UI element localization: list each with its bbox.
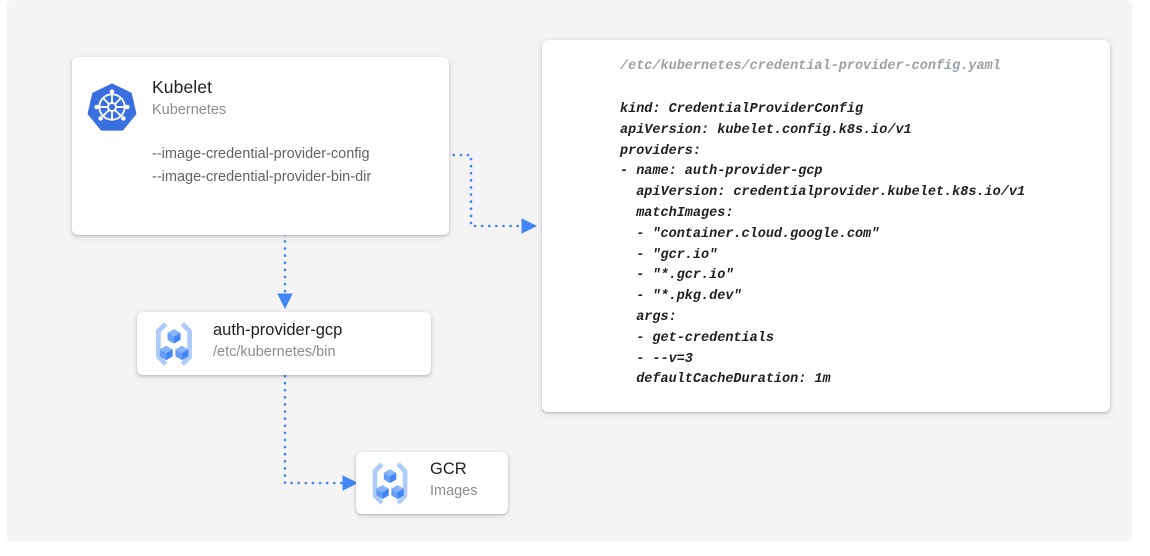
gcr-card[interactable]: GCR Images	[356, 452, 508, 514]
container-registry-icon	[155, 322, 193, 366]
kubelet-card-subtitle: Kubernetes	[152, 102, 227, 118]
kubelet-card-title: Kubelet	[152, 77, 213, 97]
gcr-card-title: GCR	[430, 460, 467, 478]
auth-provider-gcp-card-title: auth-provider-gcp	[213, 321, 343, 339]
gcr-card-subtitle: Images	[430, 483, 478, 499]
kubelet-flag-bin-dir: --image-credential-provider-bin-dir	[152, 169, 372, 185]
config-file-contents: kind: CredentialProviderConfig apiVersio…	[620, 102, 1026, 388]
auth-provider-gcp-card[interactable]: auth-provider-gcp /etc/kubernetes/bin	[137, 312, 431, 375]
config-file-path: /etc/kubernetes/credential-provider-conf…	[620, 59, 1001, 74]
kubelet-flag-config: --image-credential-provider-config	[152, 146, 370, 162]
kubelet-card[interactable]: Kubelet Kubernetes --image-credential-pr…	[72, 57, 449, 235]
auth-provider-gcp-card-subtitle: /etc/kubernetes/bin	[213, 344, 336, 360]
container-registry-icon	[372, 462, 408, 505]
kubernetes-icon	[87, 83, 137, 131]
credential-provider-config-card[interactable]: /etc/kubernetes/credential-provider-conf…	[542, 40, 1110, 412]
